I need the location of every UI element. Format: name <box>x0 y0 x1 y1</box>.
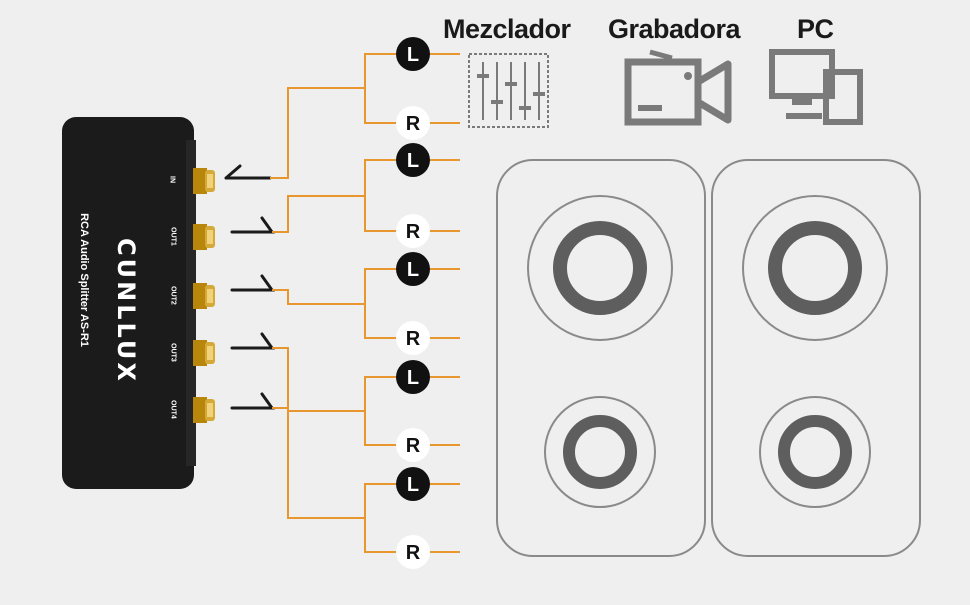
splitter-brand: CUNLLUX <box>112 238 140 384</box>
rca-jack-out2 <box>193 283 215 309</box>
splitter-body <box>62 117 194 489</box>
channel-r-label: R <box>406 221 421 243</box>
channel-l-label: L <box>407 474 419 496</box>
port-label-out1: OUT1 <box>169 227 177 246</box>
rca-jack-in <box>193 168 215 194</box>
channel-r-label: R <box>406 113 421 135</box>
device-label-mixer: Mezclador <box>443 14 571 44</box>
channel-l-label: L <box>407 150 419 172</box>
channel-l-label: L <box>407 367 419 389</box>
channel-badge-l-2: L <box>396 143 430 177</box>
splitter-model: RCA Audio Splitter AS-R1 <box>78 213 90 347</box>
channel-badge-r-3: R <box>396 321 430 355</box>
rca-jack-out3 <box>193 340 215 366</box>
channel-badge-l-5: L <box>396 467 430 501</box>
device-label-recorder: Grabadora <box>608 14 741 44</box>
wire-network <box>270 53 460 553</box>
channel-badge-l-3: L <box>396 252 430 286</box>
port-label-out4: OUT4 <box>169 400 177 419</box>
video-camera-icon <box>624 49 732 126</box>
channel-r-label: R <box>406 328 421 350</box>
camera-lens-dot <box>684 72 692 80</box>
channel-badge-r-2: R <box>396 214 430 248</box>
computer-monitor-icon <box>769 49 863 125</box>
channel-r-label: R <box>406 542 421 564</box>
speaker-right <box>711 159 921 557</box>
speaker-left <box>496 159 706 557</box>
splitter-edge <box>186 140 196 466</box>
plug-strokes <box>224 164 275 410</box>
channel-r-label: R <box>406 435 421 457</box>
rca-jack-out1 <box>193 224 215 250</box>
port-label-in: IN <box>168 176 176 183</box>
port-label-out3: OUT3 <box>169 343 177 362</box>
channel-l-label: L <box>407 44 419 66</box>
channel-l-label: L <box>407 259 419 281</box>
port-label-out2: OUT2 <box>169 286 177 305</box>
mixer-icon <box>468 53 549 128</box>
channel-badge-l-4: L <box>396 360 430 394</box>
channel-badge-r-4: R <box>396 428 430 462</box>
device-label-pc: PC <box>797 14 834 44</box>
channel-badge-r-5: R <box>396 535 430 569</box>
channel-badge-r-1: R <box>396 106 430 140</box>
rca-jack-out4 <box>193 397 215 423</box>
channel-badge-l-1: L <box>396 37 430 71</box>
